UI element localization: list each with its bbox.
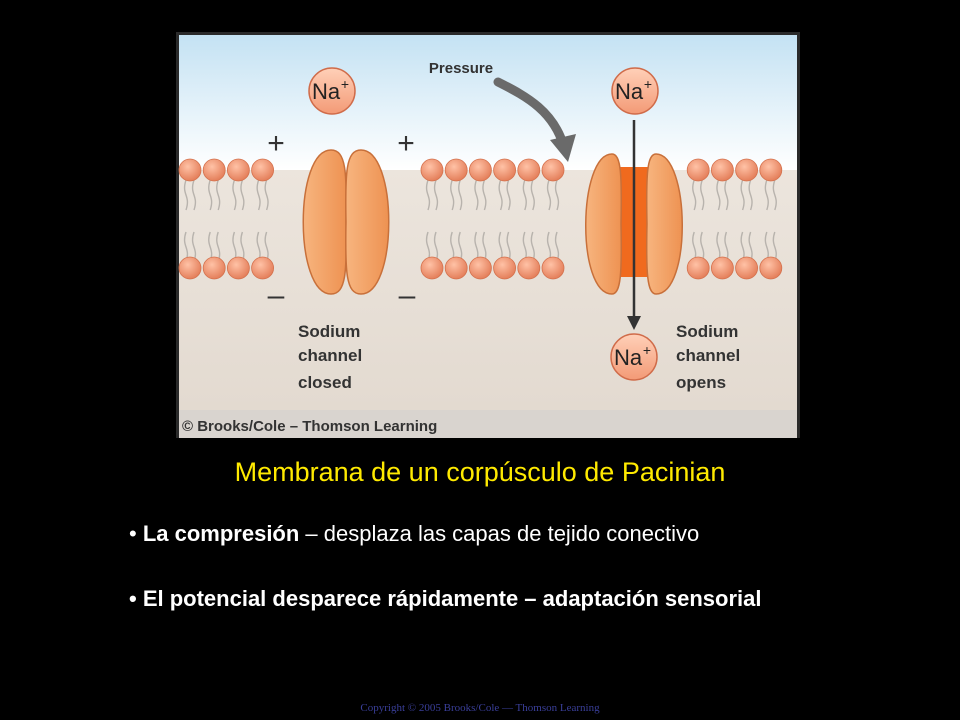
lipid-head <box>735 256 758 280</box>
bullet-adaptation: • El potencial desparece rápidamente – a… <box>129 586 762 612</box>
credit-strip <box>179 410 797 438</box>
svg-text:Na: Na <box>614 345 643 370</box>
lipid-tail <box>554 179 560 211</box>
lipid-head <box>178 256 202 280</box>
lipid-head <box>227 158 250 182</box>
svg-text:Na: Na <box>615 79 644 104</box>
lipid-head <box>202 158 226 182</box>
membrane-figure: Pressure Na + Na + Na + <box>176 32 800 438</box>
negative-charge-right: – <box>399 279 416 312</box>
lipid-tail <box>232 179 237 211</box>
sodium-ion-outside-left: Na + <box>308 67 356 115</box>
lipid-head <box>444 158 468 182</box>
pressure-label: Pressure <box>429 60 493 77</box>
lipid-head <box>227 256 250 280</box>
lipid-tail <box>764 179 769 211</box>
positive-charge-right: + <box>397 127 415 160</box>
lipid-tail <box>546 179 552 211</box>
svg-text:+: + <box>341 76 349 92</box>
svg-text:+: + <box>644 76 652 92</box>
slide-title: Membrana de un corpúsculo de Pacinian <box>234 457 726 487</box>
open-channel-label: Sodium channel opens <box>676 322 745 392</box>
lipid-head <box>541 256 565 280</box>
lipid-head <box>711 158 734 182</box>
lipid-tail <box>256 179 261 211</box>
lipid-head <box>493 256 517 280</box>
lipid-tail <box>692 179 697 211</box>
footer-copyright: Copyright © 2005 Brooks/Cole — Thomson L… <box>360 702 600 714</box>
lipid-head <box>759 256 783 280</box>
lipid-head <box>541 158 565 182</box>
intracellular-region <box>179 170 797 432</box>
lipid-heads <box>178 158 783 280</box>
lipid-tail <box>482 179 487 211</box>
lipid-tail <box>772 179 777 211</box>
lipid-head <box>444 256 468 280</box>
lipid-head <box>251 158 274 182</box>
lipid-tail <box>264 179 269 211</box>
lipid-tail <box>530 179 535 211</box>
bullet-1-rest: – desplaza las capas de tejido conectivo <box>299 521 700 546</box>
lipid-head <box>517 256 541 280</box>
lipid-head <box>251 256 274 280</box>
lipid-tail <box>240 179 245 211</box>
lipid-head <box>517 158 541 182</box>
bullet-1-bold: La compresión <box>142 521 300 546</box>
closed-channel-label: Sodium channel closed <box>298 322 367 392</box>
lipid-tail <box>425 179 431 211</box>
lipid-head <box>735 158 758 182</box>
lipid-head <box>759 158 783 182</box>
lipid-tail <box>740 179 745 211</box>
svg-text:Na: Na <box>312 79 341 104</box>
sodium-influx-arrow <box>627 120 641 330</box>
lipid-tail <box>208 179 213 211</box>
figure-credit: © Brooks/Cole – Thomson Learning <box>182 418 437 435</box>
lipid-tail <box>458 179 463 211</box>
positive-charge-left: + <box>267 127 285 160</box>
bullet-2-text: El potencial desparece rápidamente – ada… <box>142 586 762 611</box>
sodium-ion-inside: Na + <box>610 333 658 381</box>
lipid-tail <box>748 179 753 211</box>
bullet-marker: • <box>129 521 137 546</box>
lipid-tail <box>724 179 729 211</box>
lipid-tail <box>522 179 527 211</box>
lipid-tail <box>474 179 479 211</box>
bullet-compression: • La compresión – desplaza las capas de … <box>129 521 699 547</box>
lipid-tail <box>216 179 221 211</box>
lipid-head <box>468 256 492 280</box>
lipid-head <box>178 158 202 182</box>
lipid-tail <box>498 179 503 211</box>
negative-charge-left: – <box>268 279 285 312</box>
lipid-head <box>711 256 734 280</box>
lipid-head <box>686 256 710 280</box>
lipid-tail <box>433 179 439 211</box>
lipid-head <box>686 158 710 182</box>
lipid-tail <box>700 179 705 211</box>
lipid-tail <box>506 179 511 211</box>
sodium-ion-outside-right: Na + <box>611 67 659 115</box>
lipid-tail <box>183 179 189 211</box>
lipid-head <box>493 158 517 182</box>
lipid-head <box>420 256 444 280</box>
lipid-head <box>202 256 226 280</box>
svg-text:+: + <box>643 342 651 358</box>
bullet-marker: • <box>129 586 137 611</box>
membrane-diagram: Pressure Na + Na + Na + <box>176 32 800 438</box>
sodium-channel-closed <box>302 149 390 295</box>
lipid-tail <box>716 179 721 211</box>
lipid-tail <box>450 179 455 211</box>
lipid-tail <box>191 179 197 211</box>
lipid-head <box>468 158 492 182</box>
extracellular-region <box>179 35 797 170</box>
lipid-head <box>420 158 444 182</box>
pressure-arrow <box>493 77 576 162</box>
